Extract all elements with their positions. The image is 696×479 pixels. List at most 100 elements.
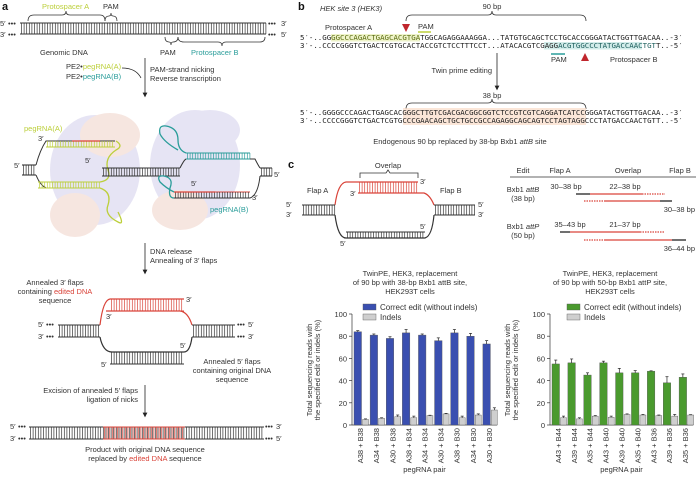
three-prime-label: 3′ [186,295,192,304]
product-duplex [29,426,264,440]
pegrna-a-label: pegRNA(A) [24,124,63,133]
protospacer-b-brace [177,36,266,47]
overlap-label: Overlap [375,161,401,170]
table-header-flap-a: Flap A [549,166,570,175]
dots: ••• [265,434,273,443]
bar-correct-edit [647,370,656,426]
pam-a-label: PAM [418,22,434,31]
x-tick-label: A30 + B34 [437,428,446,463]
bar-indels [426,415,434,426]
row-size: (38 bp) [511,194,535,203]
bar-indels [378,418,385,426]
annealed-3-flaps [110,298,184,312]
bar-correct-edit [678,377,687,426]
edited-3-flap-bottom [106,310,193,326]
chart-title: of 90 bp with 38-bp Bxb1 attB site, [353,278,467,287]
y-tick-label: 80 [537,332,545,341]
edited-bottom-strand: 3′-..CCCCGGGTCTGACTCGTGCCCGAACAGCTGCTGCC… [300,116,683,125]
bar-correct-edit [353,331,362,426]
x-tick-label: A43 + B36 [649,428,658,463]
x-tick-label: A35 + B44 [586,428,595,463]
y-tick-label: 60 [339,354,347,363]
x-tick-label: A43 + B44 [554,428,563,463]
y-tick-label: 20 [537,399,545,408]
bar-indels [655,415,663,426]
row-overlap: 21–37 bp [609,220,640,229]
dots: ••• [268,19,276,28]
y-axis-label: Total sequencing reads with [503,324,512,417]
genomic-dna-duplex [20,22,267,35]
dots: ••• [18,422,26,431]
product-line1: Product with original DNA sequence [85,445,205,454]
legend-label: Indels [584,313,605,322]
bar-indels [639,414,647,426]
three-prime-label: 3′ [276,422,282,431]
bar-correct-edit [482,343,491,426]
three-prime-label: 3′ [0,30,6,39]
legend-label: Indels [380,313,401,322]
annealed3-line1: Annealed 3′ flaps [26,278,84,287]
legend-swatch [566,303,581,311]
bar-indels [458,417,466,426]
twin-pe-label: Twin prime editing [432,66,492,75]
bar-correct-edit [567,362,576,426]
x-tick-label: A39 + B40 [618,428,627,463]
bp38-brace [405,98,587,110]
y-axis-label: the specified edit or indels (%) [511,319,520,420]
y-axis-label: Total sequencing reads with [305,324,314,417]
bar-correct-edit [418,334,427,426]
original-bottom-strand: 3′-..CCCCGGGTCTGACTCGTGCACTACCGTCTCCTTTC… [300,41,683,50]
dna-stub-right [260,167,273,177]
dna-stub-left [302,204,336,216]
step1-line2: Reverse transcription [150,74,221,83]
dots: ••• [268,30,276,39]
pam-b-label: PAM [551,55,567,64]
row-flap-b: 30–38 bp [664,205,695,214]
three-prime-label: 3′ [420,177,426,186]
step1-line1: PAM-strand nicking [150,65,214,74]
y-axis-label: the specified edit or indels (%) [313,319,322,420]
dots: ••• [18,434,26,443]
five-prime-label: 5′ [0,19,6,28]
five-prime-label: 5′ [478,200,484,209]
nicked-strand-a [35,140,100,166]
table-header-flap-b: Flap B [669,166,691,175]
pegrna-b-scaffold [158,125,187,199]
bar-indels [687,414,694,426]
strand [179,158,261,169]
dna-stub-right [434,204,475,216]
pam-b-brace [164,36,179,46]
x-axis-label: pegRNA pair [403,465,446,474]
x-tick-label: A38 + B30 [453,428,462,463]
five-prime-label: 5′ [286,200,292,209]
protospacer-a-label: Protospacer A [42,2,89,11]
bar-correct-edit [402,332,411,426]
flap-a-label: Flap A [307,186,328,195]
flap-b-strand [358,192,435,206]
row-flap-a: 35–43 bp [554,220,585,229]
pegrna-b-spacer [186,152,251,160]
step2-line2: Annealing of 3′ flaps [150,256,218,265]
pegrna-a-pbs-rt [46,140,115,148]
nick-site-b-icon [581,53,589,61]
x-tick-label: A39 + B44 [570,428,579,463]
y-tick-label: 0 [343,421,347,430]
five-prime-label: 5′ [10,422,16,431]
strand [249,175,261,199]
y-tick-label: 80 [339,332,347,341]
y-tick-label: 60 [537,354,545,363]
annealed-5-flaps [110,351,184,365]
five-prime-label: 5′ [420,222,426,231]
merge-arrow [121,67,142,79]
x-tick-label: A35 + B36 [681,428,690,463]
panel-label-a: a [2,1,9,13]
x-tick-label: A38 + B34 [404,428,413,463]
chart-title: HEK293T cells [385,287,435,296]
bar-correct-edit [631,372,640,426]
genomic-dna-label: Genomic DNA [40,48,88,57]
three-prime-label: 3′ [10,434,16,443]
dots: ••• [237,332,245,341]
